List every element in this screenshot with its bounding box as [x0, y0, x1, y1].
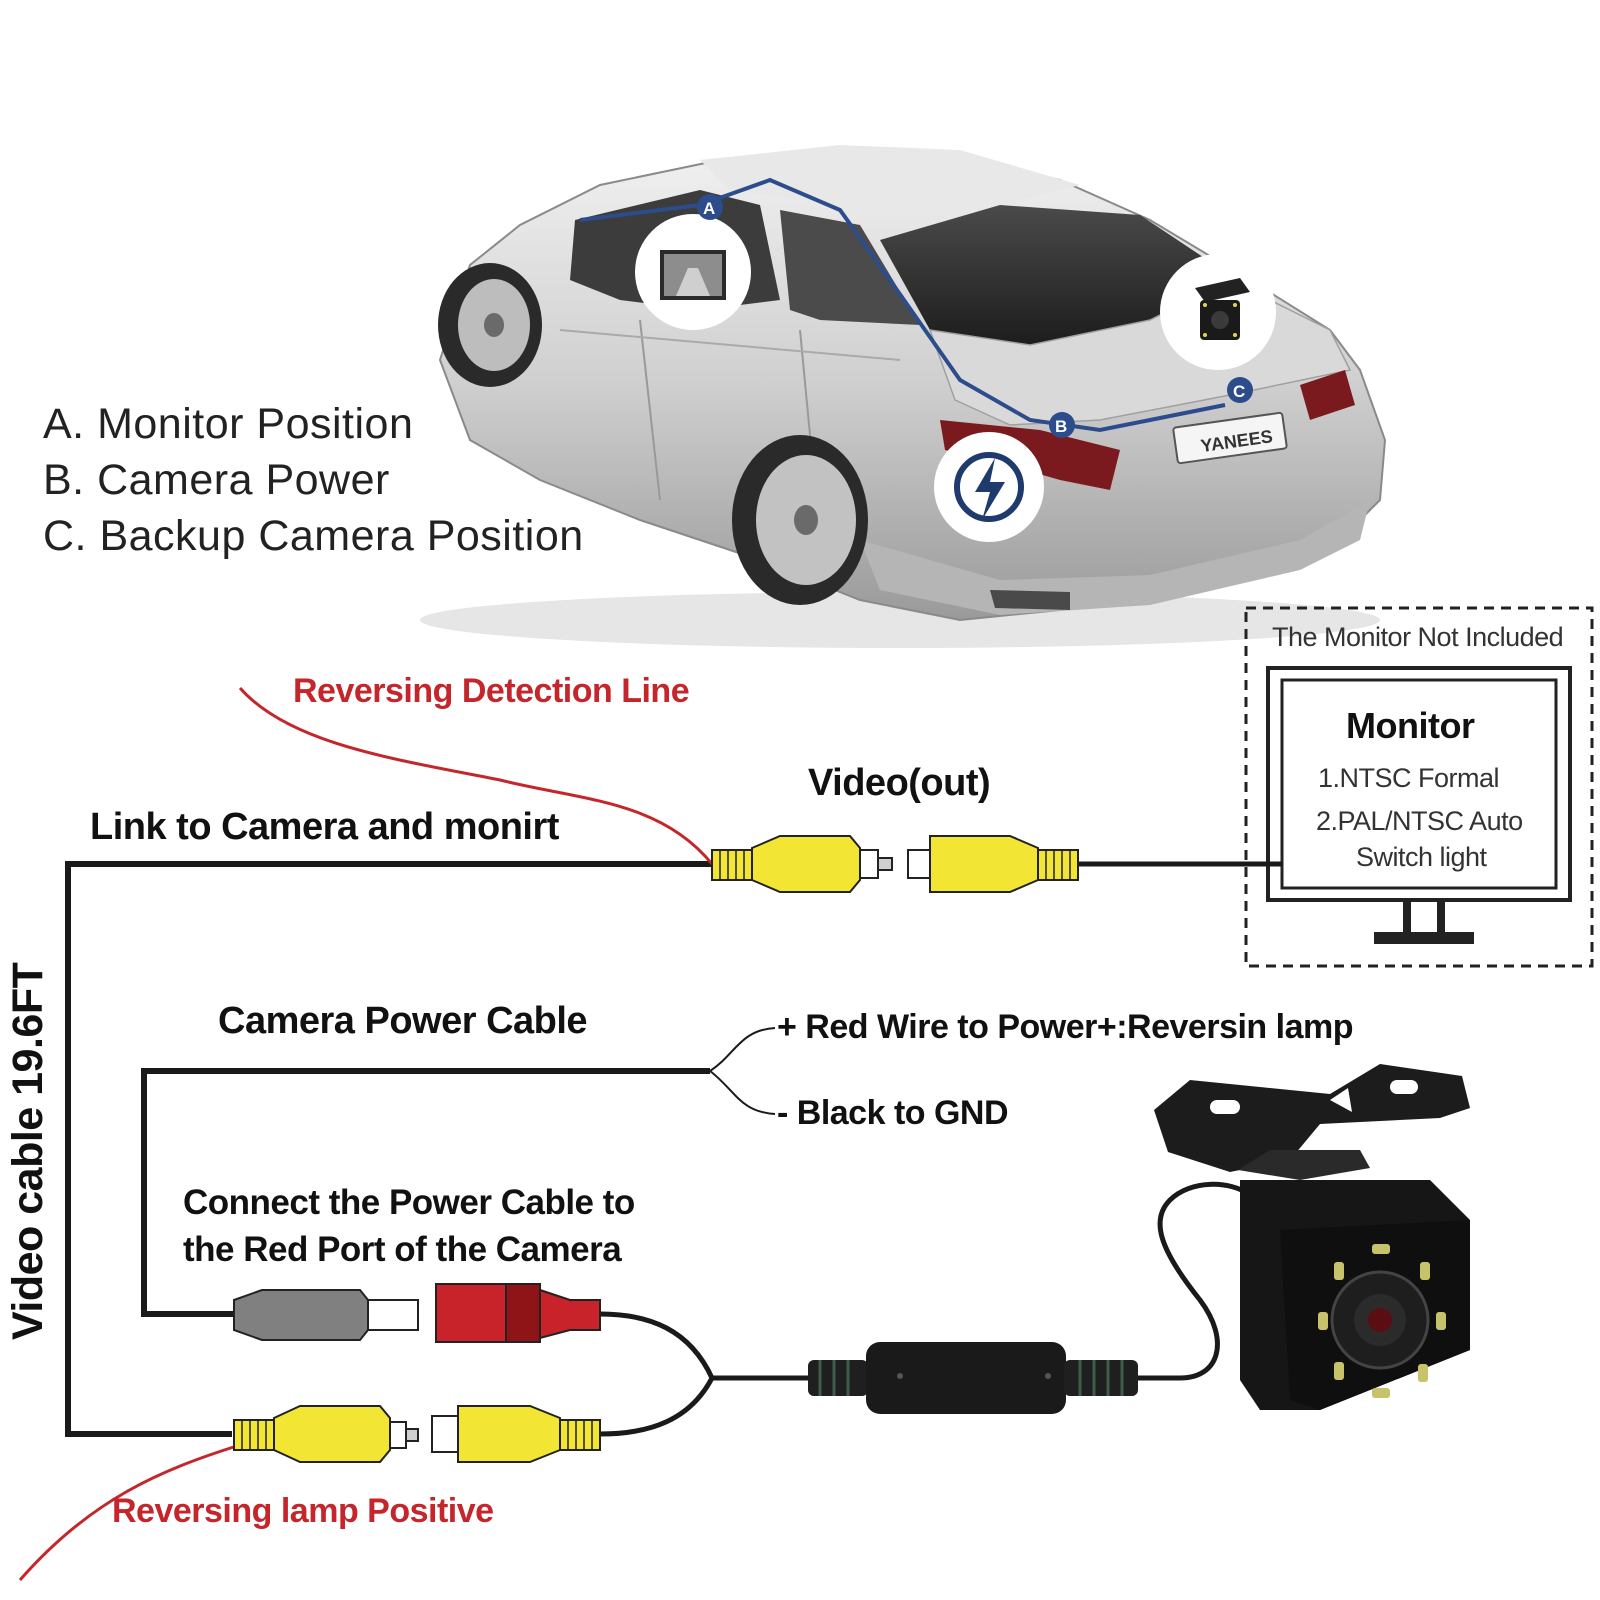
red-wire-label: + Red Wire to Power+:Reversin lamp: [777, 1008, 1354, 1046]
legend-monitor-position: A. Monitor Position: [43, 400, 414, 448]
monitor-title: Monitor: [1346, 705, 1475, 746]
rear-wheel: [732, 435, 868, 605]
link-to-camera-label: Link to Camera and monirt: [90, 806, 559, 848]
legend-backup-camera-position: C. Backup Camera Position: [43, 512, 584, 560]
camera-bubble: [1160, 254, 1276, 370]
power-connector-red: [435, 1283, 601, 1343]
black-wire-label: - Black to GND: [777, 1094, 1009, 1132]
monitor-line-3: Switch light: [1356, 842, 1487, 872]
reversing-lamp-positive-label: Reversing lamp Positive: [112, 1492, 494, 1530]
reversing-detection-guide: [238, 687, 714, 865]
monitor-not-included-label: The Monitor Not Included: [1272, 622, 1564, 652]
video-out-label: Video(out): [808, 762, 991, 804]
reversing-detection-line-label: Reversing Detection Line: [293, 672, 690, 710]
power-connector-gray: [233, 1289, 419, 1341]
rca-camera-female: [431, 1405, 601, 1463]
cable-junction: [808, 1342, 1138, 1414]
monitor-box: [1244, 606, 1594, 968]
video-cable-length-label: Video cable 19.6FT: [4, 962, 52, 1340]
video-cable-outer: [65, 861, 712, 1437]
front-wheel: [438, 263, 542, 387]
camera-mount-bracket: [1154, 1064, 1470, 1172]
svg-text:A: A: [703, 199, 715, 218]
svg-text:B: B: [1055, 417, 1067, 436]
backup-camera: [1154, 1064, 1470, 1410]
rca-camera-male: [233, 1405, 419, 1463]
car-illustration: YANEES: [420, 145, 1387, 648]
monitor-bubble: [635, 214, 751, 330]
rca-video-out-male: [711, 835, 893, 893]
camera-led-ring: [1318, 1244, 1446, 1398]
power-split-lines: [709, 1027, 776, 1115]
rca-video-out-female: [907, 835, 1079, 893]
monitor-line-1: 1.NTSC Formal: [1318, 763, 1500, 793]
camera-cable: [599, 1181, 1252, 1437]
marker-c: C: [1227, 377, 1253, 403]
marker-a: A: [697, 194, 723, 220]
connect-power-label-line-1: Connect the Power Cable to: [183, 1183, 635, 1222]
reversing-lamp-guide: [18, 1443, 241, 1581]
power-bubble: [934, 432, 1044, 542]
power-cable-wire: [141, 1068, 710, 1317]
wire-route-line: [579, 177, 1226, 433]
svg-text:C: C: [1233, 382, 1245, 401]
legend-camera-power: B. Camera Power: [43, 456, 390, 504]
marker-b: B: [1049, 412, 1075, 438]
monitor-line-2: 2.PAL/NTSC Auto: [1316, 806, 1523, 836]
connect-power-label-line-2: the Red Port of the Camera: [183, 1230, 622, 1269]
camera-power-cable-label: Camera Power Cable: [218, 1000, 588, 1042]
lightning-icon: [975, 458, 1005, 520]
